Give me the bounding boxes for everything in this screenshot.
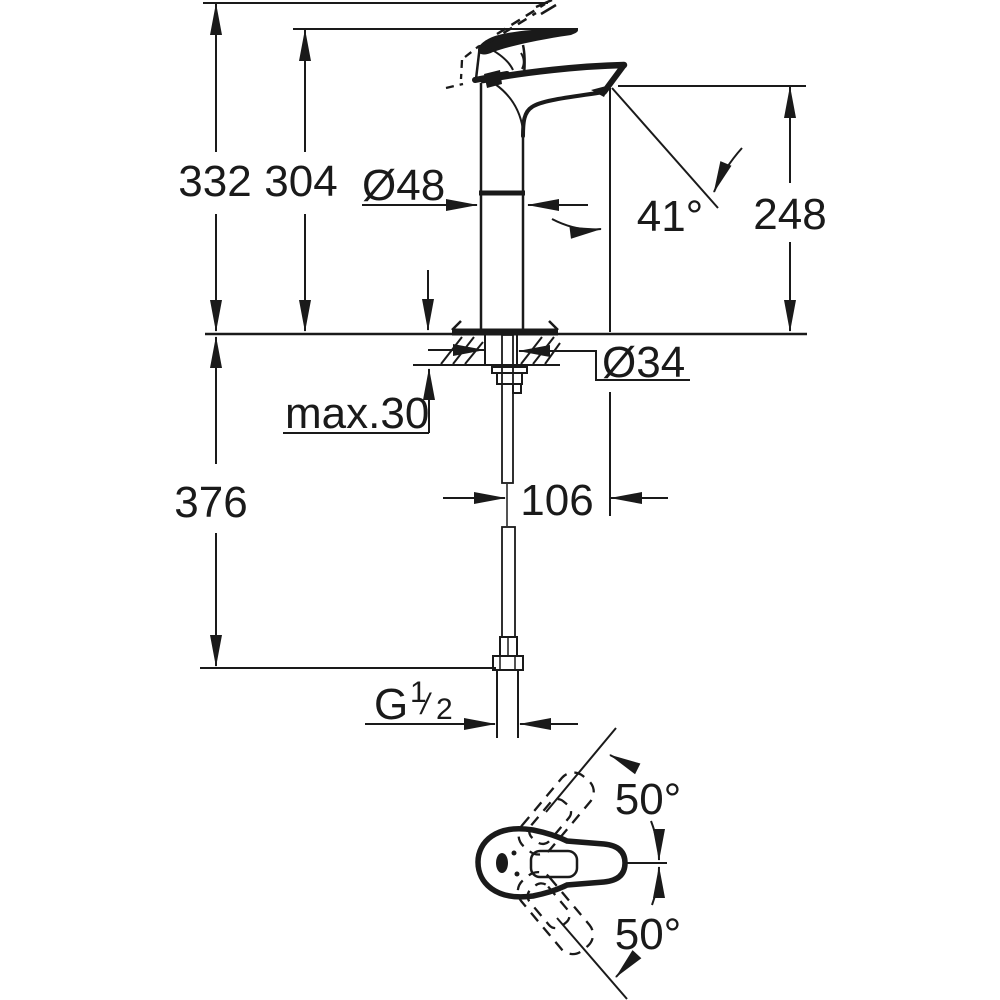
dim-label-248: 248 [753,190,826,239]
dim-label-max30: max.30 [285,389,429,438]
backnut-tab [512,383,522,394]
cartridge-shadow [484,70,502,88]
angle-41-arc-lower [551,218,602,239]
dim-dia34-leader [595,350,690,381]
hose-fitting-nut [492,655,524,671]
dim-label-50-upper: 50° [615,775,682,824]
cartridge-inner-curve [484,45,514,71]
backnut-body [496,372,523,385]
dim-label-dia48: Ø48 [362,161,445,210]
lever-swing-lower-dashed [516,870,595,956]
mounting-hole-edges [484,335,518,364]
lever-top-dot-2 [514,871,520,877]
dim-label-g: G [374,680,408,729]
connection-tube [496,670,519,738]
dim-label-304: 304 [264,157,337,206]
dim-label-dia34: Ø34 [602,338,685,387]
swing-lower-arc-arrow [615,950,642,978]
fitting-nut-facets [499,656,516,670]
dim-label-332: 332 [178,157,251,206]
body-curve [494,83,524,131]
dim-label-41deg: 41° [637,192,704,241]
swing-upper-tick [650,820,665,861]
cartridge-left-edge [474,44,482,80]
lever-neck [521,44,526,76]
base-chamfers [451,320,559,331]
dimension-annotations: 332 304 Ø48 41° 248 max.30 Ø34 376 [174,2,827,730]
lever-top-inner [529,849,579,879]
swing-upper-arc-arrow [609,754,641,775]
lever-top-dot-1 [511,850,517,856]
fraction-slash: / [419,688,432,721]
lever-top-outline [475,826,628,900]
dim-label-376: 376 [174,478,247,527]
lever-blade [478,28,578,55]
dim-label-g-denominator: 2 [436,693,453,726]
spout-angle-leg [611,87,719,209]
flexible-hose [501,526,516,638]
dim-label-50-lower: 50° [615,910,682,959]
swing-lower-leg [556,917,628,1000]
dim-label-g-numerator: 1 [410,676,427,709]
angle-41-arc-upper [713,147,743,193]
lever-swing-upper-dashed [517,771,595,856]
dim-label-106: 106 [520,476,593,525]
swing-upper-leg [545,727,617,813]
handle-top-view: 50° 50° [475,727,682,1000]
cartridge-small-arc [520,52,525,70]
swing-lower-tick [651,866,665,906]
lever-top-slot [496,853,508,873]
threaded-stud [501,334,514,484]
spout-bottom-edge [521,90,606,138]
faucet-front-view [445,0,628,336]
